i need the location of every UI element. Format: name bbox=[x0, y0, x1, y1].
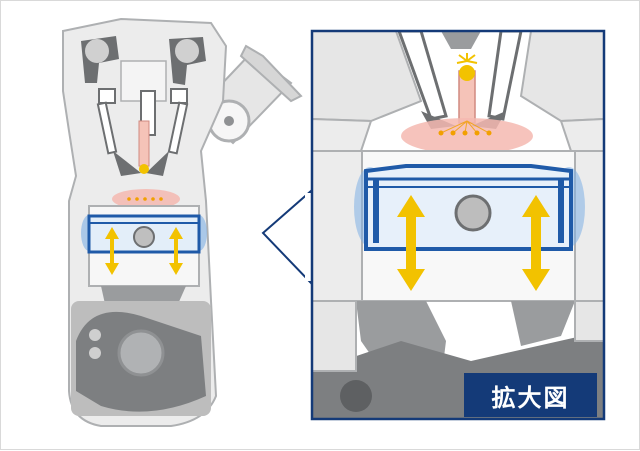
spark-icon bbox=[139, 164, 149, 174]
enlarged-view bbox=[312, 31, 605, 419]
connecting-rod bbox=[71, 286, 211, 416]
spark-plug bbox=[139, 121, 149, 174]
zoom-label-badge: 拡大図 bbox=[464, 373, 597, 417]
engine-cross-section bbox=[63, 19, 301, 426]
callout-pointer bbox=[263, 191, 311, 283]
zoom-label-text: 拡大図 bbox=[492, 378, 570, 413]
piston-large bbox=[354, 166, 585, 249]
piston-small bbox=[81, 215, 207, 252]
